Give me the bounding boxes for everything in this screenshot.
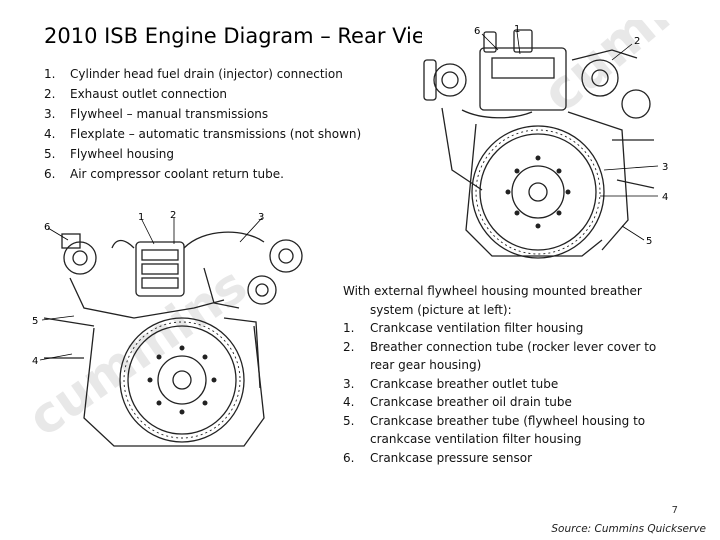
callout-label: 4 bbox=[662, 192, 668, 203]
list-item: 3. Flywheel – manual transmissions bbox=[44, 104, 361, 124]
flywheel-bolts bbox=[505, 155, 571, 229]
flywheel-bolts bbox=[147, 345, 217, 415]
item-text: Crankcase ventilation filter housing bbox=[370, 321, 584, 335]
rear-view-parts-list: 1. Cylinder head fuel drain (injector) co… bbox=[44, 64, 361, 184]
callout-label: 6 bbox=[44, 222, 50, 233]
item-text: Flywheel – manual transmissions bbox=[70, 107, 269, 121]
callout-label: 2 bbox=[170, 210, 176, 221]
list-item: 1. Cylinder head fuel drain (injector) co… bbox=[44, 64, 361, 84]
page-number: 7 bbox=[671, 505, 678, 516]
breather-parts-list: With external flywheel housing mounted b… bbox=[343, 282, 673, 467]
item-text: Cylinder head fuel drain (injector) conn… bbox=[70, 67, 343, 81]
callout-lines bbox=[481, 31, 659, 241]
list-item: 4. Crankcase breather oil drain tube bbox=[343, 393, 673, 412]
flywheel-teeth bbox=[123, 321, 241, 439]
slide-title: 2010 ISB Engine Diagram – Rear Views bbox=[44, 24, 453, 48]
item-text: Flywheel housing bbox=[70, 147, 175, 161]
item-text: Exhaust outlet connection bbox=[70, 87, 228, 101]
item-text: Air compressor coolant return tube. bbox=[70, 167, 284, 181]
item-number: 5. bbox=[343, 413, 355, 428]
list-item: 2. Exhaust outlet connection bbox=[44, 84, 361, 104]
engine-breather-figure: cummins bbox=[24, 208, 320, 458]
list-item: 4. Flexplate – automatic transmissions (n… bbox=[44, 124, 361, 144]
callout-lines bbox=[39, 217, 263, 361]
callout-label: 2 bbox=[634, 36, 640, 47]
list-item: 5. Flywheel housing bbox=[44, 144, 361, 164]
item-text: Breather connection tube (rocker lever c… bbox=[370, 339, 657, 373]
callout-label: 1 bbox=[138, 212, 144, 223]
callout-label: 3 bbox=[258, 212, 264, 223]
item-text: Flexplate – automatic transmissions (not… bbox=[70, 127, 362, 141]
engine-outline bbox=[423, 29, 655, 259]
engine-drawing-bottom: cummins bbox=[24, 210, 303, 448]
list-item: 6. Crankcase pressure sensor bbox=[343, 449, 673, 468]
item-number: 4. bbox=[343, 395, 355, 409]
engine-rear-view-figure: cummins bbox=[422, 20, 680, 270]
item-number: 4. bbox=[44, 127, 56, 141]
callout-label: 4 bbox=[32, 356, 38, 367]
item-number: 6. bbox=[44, 167, 56, 181]
engine-drawing-top: cummins bbox=[423, 20, 680, 259]
callout-label: 1 bbox=[514, 24, 520, 35]
item-number: 2. bbox=[44, 87, 56, 101]
engine-outline bbox=[43, 231, 303, 447]
list-item: 3. Crankcase breather outlet tube bbox=[343, 375, 673, 394]
item-number: 6. bbox=[343, 450, 355, 465]
item-number: 3. bbox=[44, 107, 56, 121]
list-item: 6. Air compressor coolant return tube. bbox=[44, 164, 361, 184]
item-number: 2. bbox=[343, 339, 355, 354]
item-text: Crankcase breather oil drain tube bbox=[370, 395, 572, 409]
watermark-text: cummins bbox=[24, 256, 257, 448]
callout-label: 6 bbox=[474, 26, 480, 37]
callout-label: 3 bbox=[662, 162, 668, 173]
item-number: 1. bbox=[343, 321, 355, 335]
item-text: Crankcase breather tube (flywheel housin… bbox=[370, 413, 646, 447]
list-item: 1. Crankcase ventilation filter housing bbox=[343, 319, 673, 338]
callout-label: 5 bbox=[646, 236, 652, 247]
item-number: 5. bbox=[44, 147, 56, 161]
item-number: 1. bbox=[44, 67, 56, 81]
list-item: 5. Crankcase breather tube (flywheel hous… bbox=[343, 412, 673, 449]
item-number: 3. bbox=[343, 376, 355, 391]
item-text: Crankcase breather outlet tube bbox=[370, 376, 559, 391]
list-item: 2. Breather connection tube (rocker lever… bbox=[343, 338, 673, 375]
item-text: Crankcase pressure sensor bbox=[370, 450, 533, 465]
callout-label: 5 bbox=[32, 316, 38, 327]
source-caption: Source: Cummins Quickserve bbox=[551, 523, 706, 535]
breather-intro: With external flywheel housing mounted b… bbox=[343, 284, 642, 317]
flywheel-teeth bbox=[475, 129, 601, 255]
